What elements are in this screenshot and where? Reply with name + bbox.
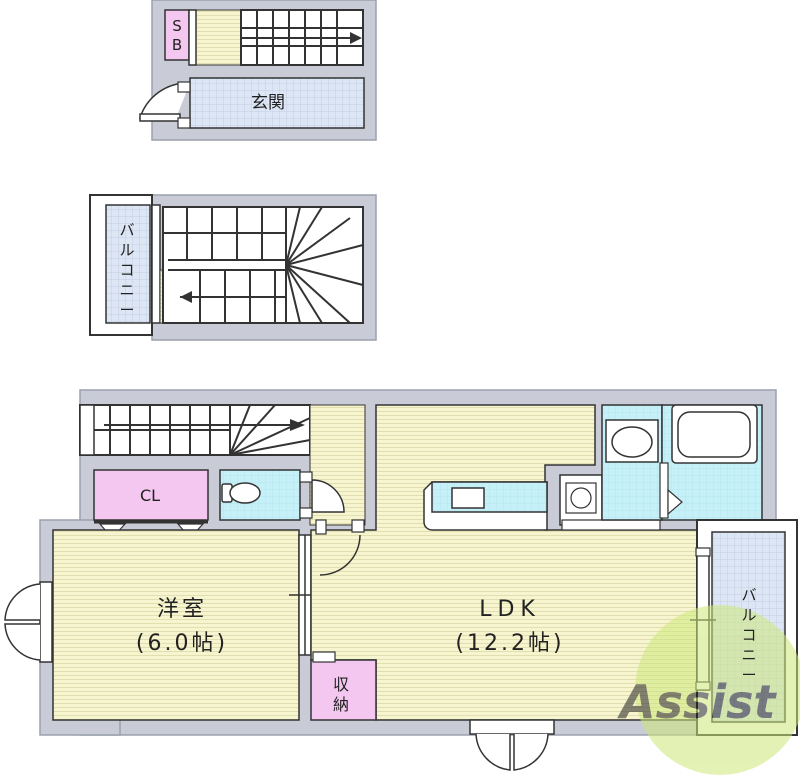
assist-watermark: Assist — [617, 605, 800, 775]
ldk-size: (12.2帖) — [455, 631, 564, 656]
washbasin-icon — [605, 419, 659, 463]
middle-floor — [89, 194, 377, 341]
western-room-size: (6.0帖) — [136, 631, 228, 656]
middle-balcony — [105, 204, 151, 324]
shoe-box-label-1: S — [172, 17, 182, 35]
watermark-text: Assist — [617, 675, 778, 729]
middle-balcony-label-1: バ — [119, 221, 134, 239]
middle-balcony-label-2: ル — [119, 241, 134, 259]
storage — [310, 659, 377, 721]
bathtub-icon — [671, 404, 758, 464]
shoe-box — [164, 9, 190, 61]
western-room — [52, 529, 300, 721]
watermark-circle — [635, 605, 800, 775]
western-room-label: 洋室 — [157, 597, 207, 622]
closet-label: CL — [140, 486, 160, 505]
closet — [93, 469, 209, 521]
appliance-area — [559, 474, 661, 531]
entrance-floor — [138, 0, 377, 141]
kitchen-counter — [423, 481, 548, 531]
entrance-rail — [188, 9, 197, 66]
balcony-window — [151, 204, 161, 324]
entrance-hall — [189, 77, 365, 129]
stairs-arrow-icon — [350, 32, 362, 44]
storage-label-2: 納 — [333, 695, 349, 714]
middle-balcony-label-4: ニ — [119, 281, 134, 299]
shoe-box-label-2: B — [172, 36, 182, 54]
stairs-arrow-icon — [290, 419, 305, 431]
entrance-landing — [195, 9, 242, 66]
ldk-door[interactable] — [315, 519, 365, 576]
entrance-stairs — [240, 9, 364, 66]
main-balcony-label-4: ニ — [741, 646, 756, 664]
main-balcony-label-5: ー — [741, 666, 756, 684]
labels: S B 玄関 バ ル コ ニ ー CL 洋室 (6.0帖) LDK (12.2帖… — [119, 17, 756, 714]
entrance-door[interactable] — [138, 81, 191, 129]
ldk-label: LDK — [479, 597, 541, 622]
storage-label-1: 収 — [333, 675, 349, 694]
main-balcony-label-2: ル — [741, 606, 756, 624]
main-stairs — [79, 404, 311, 456]
middle-stairs — [162, 206, 364, 324]
sink-icon — [451, 487, 485, 509]
western-room-sliding-door[interactable] — [289, 534, 321, 656]
bathroom-door[interactable] — [659, 462, 683, 519]
main-balcony-label-3: コ — [741, 626, 756, 644]
bottom-entry-door[interactable] — [469, 719, 555, 771]
main-balcony-label-1: バ — [741, 586, 756, 604]
middle-balcony-label-5: ー — [119, 301, 134, 319]
western-room-window[interactable] — [4, 581, 53, 663]
middle-balcony-label-3: コ — [119, 261, 134, 279]
storage-door[interactable] — [312, 651, 336, 663]
entrance-label: 玄関 — [251, 93, 285, 113]
toilet-door[interactable] — [299, 471, 345, 519]
toilet-icon — [221, 482, 261, 504]
